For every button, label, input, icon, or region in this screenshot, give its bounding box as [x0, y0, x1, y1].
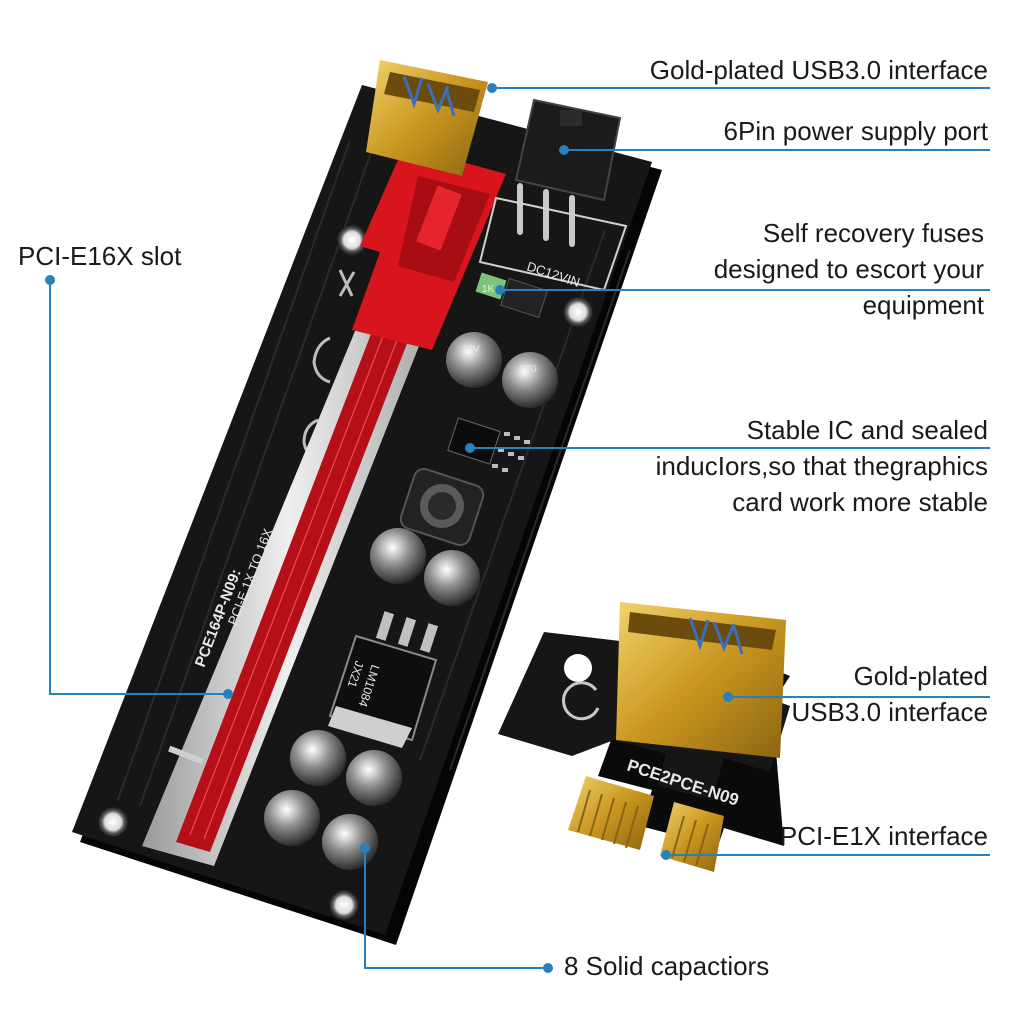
- callout-fuses-line3: equipment: [862, 290, 984, 320]
- slot-latch: [352, 146, 506, 350]
- small-usb-connector: [616, 602, 786, 758]
- callout-stable-ic-line1: Stable IC and sealed: [746, 415, 988, 445]
- callout-stable-ic-line2: inducIors,so that thegraphics: [655, 451, 988, 481]
- callout-fuses-line1: Self recovery fuses: [762, 218, 984, 248]
- middle-capacitors: [370, 528, 480, 606]
- voltage-regulator: LM1084 JX21: [328, 611, 439, 748]
- callout-usb-top: Gold-plated USB3.0 interface: [649, 55, 988, 85]
- cap-value-silk: 16V: [462, 344, 480, 355]
- main-riser-board: DC12VIN 1K 16V 270: [72, 60, 662, 945]
- callout-power-port: 6Pin power supply port: [723, 116, 988, 146]
- callout-pcie16x: PCI-E16X slot: [18, 241, 182, 271]
- callout-pcie1x: PCI-E1X interface: [779, 821, 988, 851]
- mounting-holes: [98, 225, 593, 920]
- callout-capacitors: 8 Solid capactiors: [564, 951, 770, 981]
- cap-code-silk: 270: [520, 364, 537, 375]
- leader-dots: [45, 83, 733, 973]
- callout-fuses-line2: designed to escort your: [713, 254, 984, 284]
- lower-capacitors: [264, 730, 402, 870]
- callout-usb-small-line1: Gold-plated: [853, 661, 988, 691]
- ce-mark-small: [562, 681, 600, 721]
- pcie1x-adapter: PCE2PCE-N09: [498, 602, 790, 872]
- callout-usb-small-line2: USB3.0 interface: [791, 697, 988, 727]
- pcie16x-slot: [142, 290, 434, 866]
- sealed-inductor: [399, 467, 485, 547]
- callout-stable-ic-line3: card work more stable: [732, 487, 988, 517]
- fuse-silk: 1K: [482, 284, 495, 295]
- top-usb-connector: [366, 60, 488, 176]
- recovery-fuse: 1K: [475, 272, 548, 319]
- upper-capacitors: 16V 270: [446, 332, 558, 408]
- leader-lines: [49, 87, 990, 969]
